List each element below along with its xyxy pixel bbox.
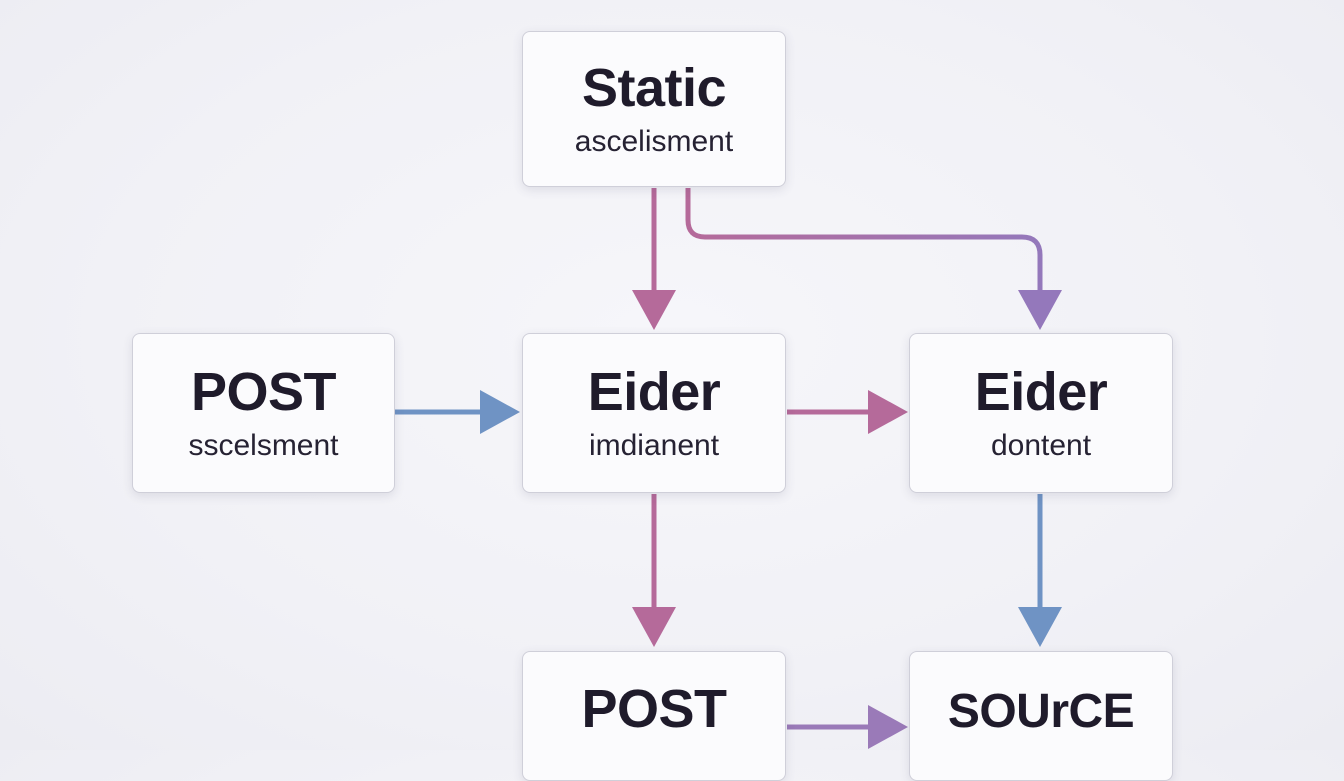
connector-layer bbox=[395, 188, 1062, 749]
node-post-left[interactable]: POST sscelsment bbox=[132, 333, 395, 493]
node-post-bottom[interactable]: POST bbox=[522, 651, 786, 781]
node-subtitle: imdianent bbox=[588, 429, 720, 462]
node-subtitle: dontent bbox=[990, 429, 1092, 462]
node-source[interactable]: SOUrCE bbox=[909, 651, 1173, 781]
node-subtitle: ascelisment bbox=[574, 125, 734, 158]
node-eider-right[interactable]: Eider dontent bbox=[909, 333, 1173, 493]
node-eider-center[interactable]: Eider imdianent bbox=[522, 333, 786, 493]
node-title: Eider bbox=[974, 362, 1108, 422]
node-title: Static bbox=[581, 58, 727, 118]
node-title: POST bbox=[581, 679, 727, 739]
arrow-post-to-eider-center bbox=[395, 390, 520, 434]
node-subtitle: sscelsment bbox=[188, 429, 339, 462]
node-title: SOUrCE bbox=[947, 685, 1135, 738]
arrow-eider-center-to-eider-right bbox=[787, 390, 908, 434]
arrow-post-bottom-to-source bbox=[787, 705, 908, 749]
node-static[interactable]: Static ascelisment bbox=[522, 31, 786, 187]
arrow-static-to-eider-right bbox=[685, 188, 1062, 330]
node-title: Eider bbox=[587, 362, 721, 422]
arrow-static-to-eider-center bbox=[632, 188, 676, 330]
node-title: POST bbox=[190, 362, 337, 422]
arrow-eider-right-to-source bbox=[1018, 494, 1062, 647]
arrow-eider-center-to-post-bottom bbox=[632, 494, 676, 647]
